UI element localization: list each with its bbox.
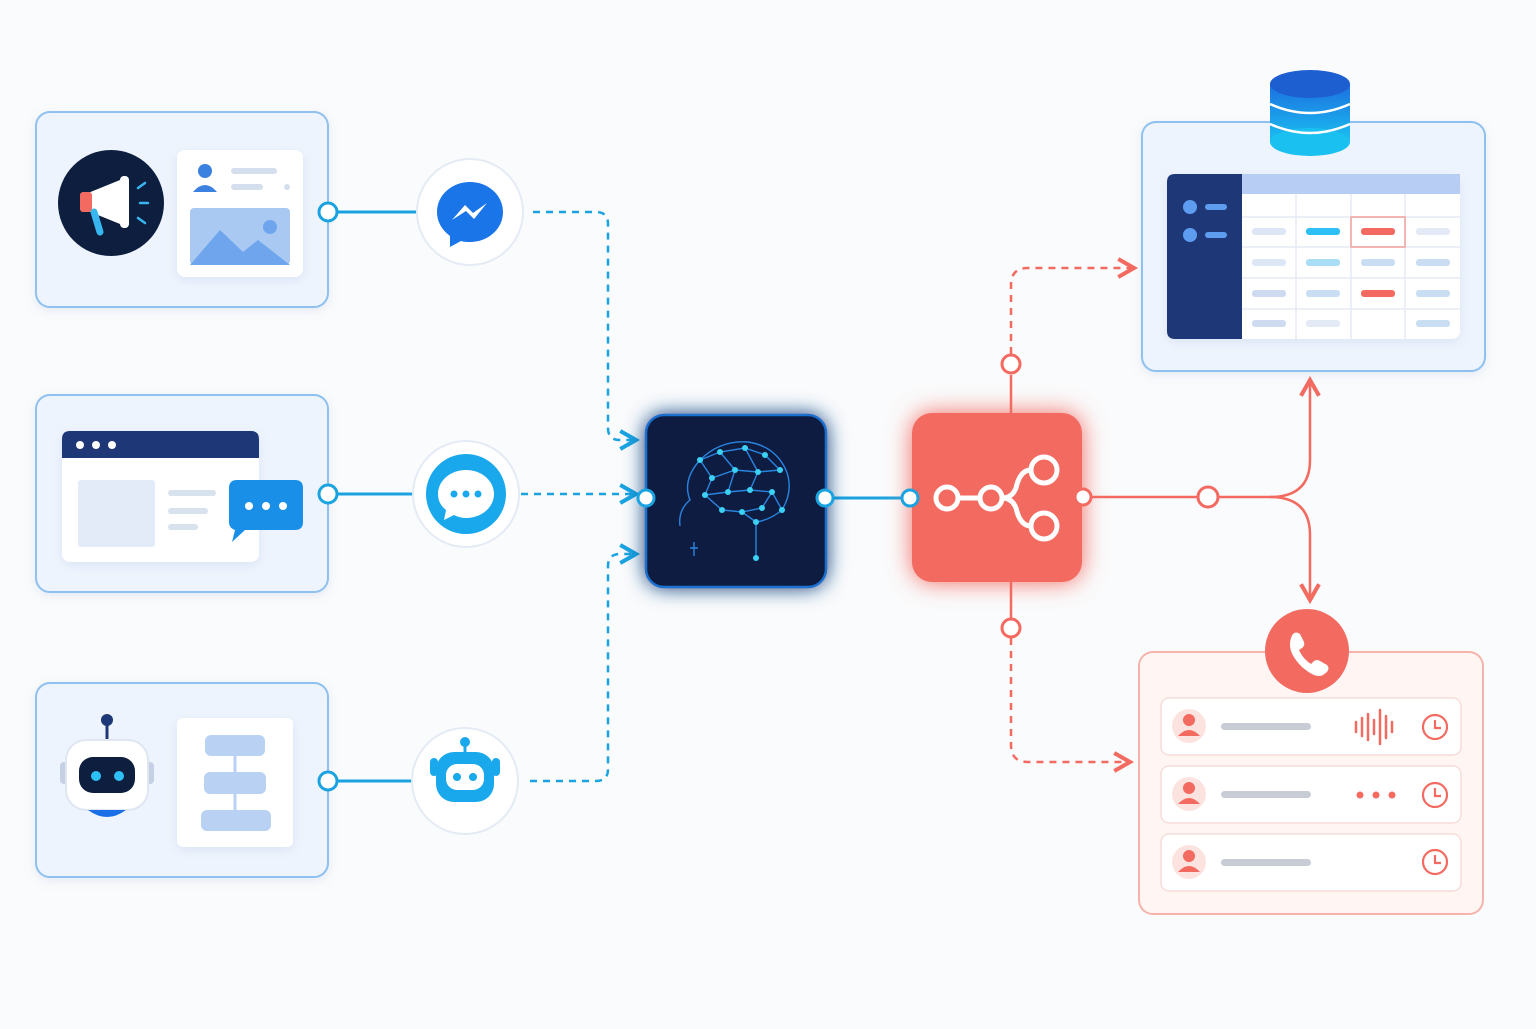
avatar-icon	[198, 164, 212, 178]
call-row[interactable]	[1160, 697, 1462, 756]
port-out[interactable]	[1073, 487, 1093, 507]
port-in[interactable]	[900, 488, 920, 508]
spreadsheet-panel	[1167, 174, 1460, 339]
chat-bubble-icon[interactable]	[412, 440, 520, 548]
clock-icon	[1421, 713, 1449, 741]
typing-dots-icon	[1356, 791, 1396, 799]
messenger-icon[interactable]	[416, 158, 524, 266]
browser-window-icon	[62, 431, 259, 562]
flow-steps-panel	[177, 718, 293, 847]
caller-avatar-icon	[1183, 782, 1195, 794]
website-chat-card[interactable]	[35, 394, 339, 593]
phone-icon	[1265, 609, 1349, 693]
clock-icon	[1421, 848, 1449, 876]
call-list-card[interactable]	[1138, 609, 1484, 915]
port-out[interactable]	[317, 201, 339, 223]
ad-campaign-card[interactable]	[35, 111, 339, 308]
database-table-card[interactable]	[1141, 70, 1486, 372]
ai-brain-icon	[679, 441, 790, 561]
call-row[interactable]	[1160, 833, 1462, 892]
chatbot-flow-card[interactable]	[35, 682, 339, 878]
port-out[interactable]	[317, 770, 339, 792]
branch-junction[interactable]	[1196, 485, 1220, 509]
port-bottom[interactable]	[1000, 617, 1022, 639]
output-connectors	[1009, 257, 1321, 773]
voice-wave-icon	[1354, 708, 1394, 746]
image-icon	[190, 230, 290, 265]
social-post-preview	[177, 150, 303, 277]
caller-avatar-icon	[1183, 714, 1195, 726]
source-connectors	[336, 210, 903, 783]
bot-icon[interactable]	[411, 727, 519, 835]
database-icon	[1269, 70, 1351, 156]
port-out[interactable]	[317, 483, 339, 505]
port-in[interactable]	[636, 488, 656, 508]
ai-processor-node[interactable]	[636, 413, 835, 589]
port-top[interactable]	[1000, 353, 1022, 375]
caller-avatar-icon	[1183, 850, 1195, 862]
call-row[interactable]	[1160, 765, 1462, 824]
branch-flow-icon	[933, 454, 1060, 542]
robot-icon	[60, 714, 154, 817]
router-node[interactable]	[900, 353, 1220, 639]
megaphone-icon	[58, 150, 164, 256]
chat-bubble-icon	[229, 480, 303, 542]
clock-icon	[1421, 781, 1449, 809]
port-out[interactable]	[815, 488, 835, 508]
